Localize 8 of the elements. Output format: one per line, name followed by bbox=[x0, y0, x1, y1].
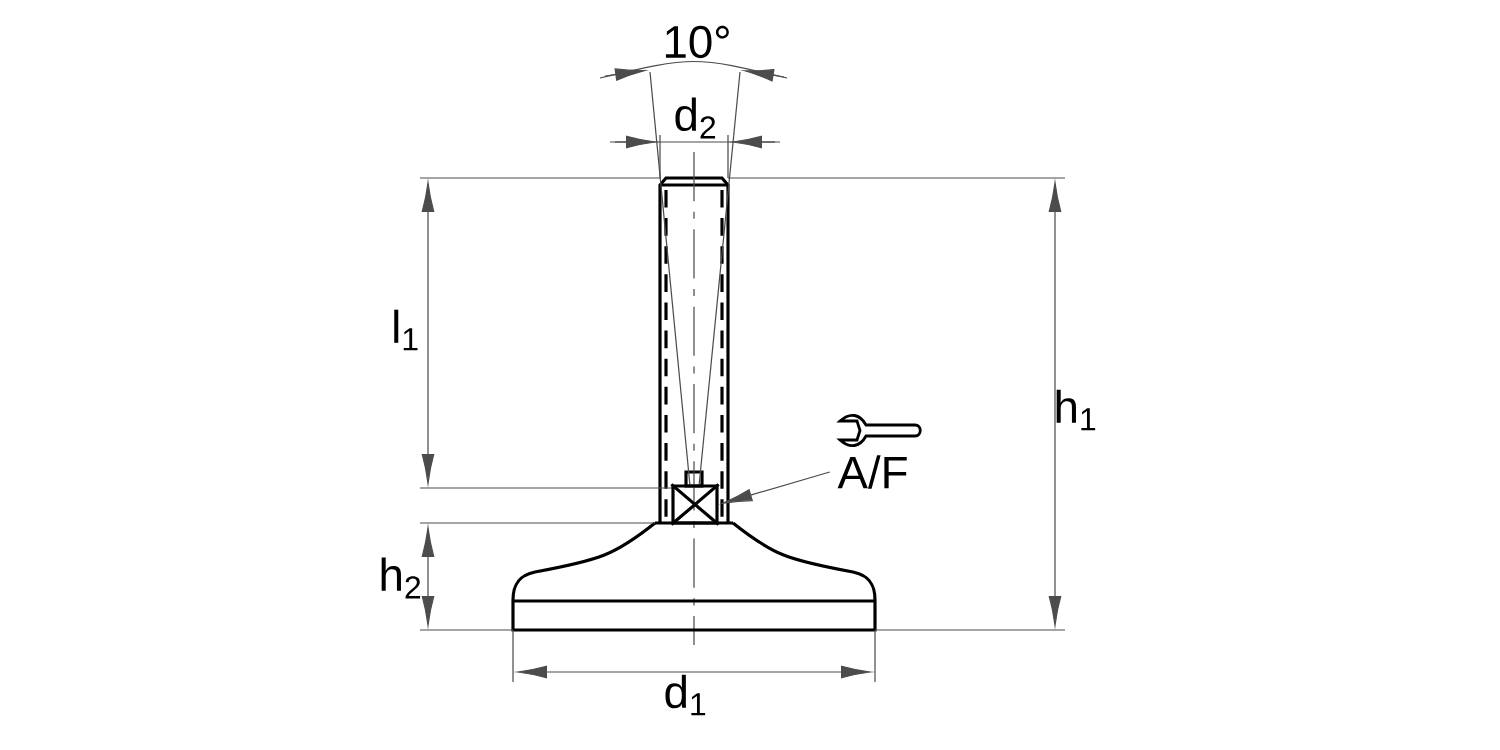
dimension-label: d$_{2}$ bbox=[675, 97, 716, 139]
callout-label: A/F bbox=[837, 455, 907, 489]
dimension-label: d$_{1}$ bbox=[665, 674, 706, 716]
dimension-label: h$_{1}$ bbox=[1056, 389, 1096, 431]
dimension-label: h$_{2}$ bbox=[381, 557, 421, 599]
dimension-label: l$_{1}$ bbox=[394, 309, 418, 351]
dimension-label: 10° bbox=[665, 25, 729, 59]
wrench-flat-drawing bbox=[669, 482, 721, 527]
